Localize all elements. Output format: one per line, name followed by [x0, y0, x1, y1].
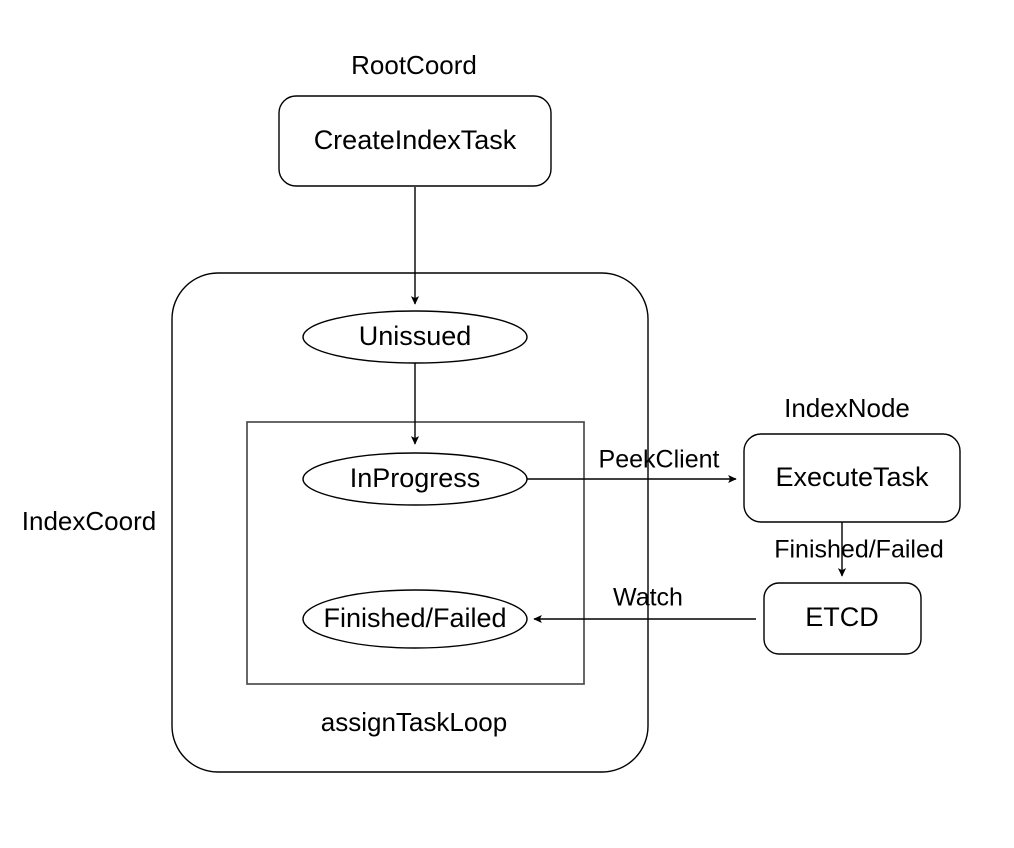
finished-failed-edge-label: Finished/Failed	[774, 536, 944, 564]
node-etcd[interactable]: ETCD	[763, 582, 922, 655]
finished-failed-state-label: Finished/Failed	[323, 603, 506, 633]
in-progress-label: InProgress	[350, 463, 481, 493]
unissued-ellipse[interactable]	[302, 310, 528, 364]
node-execute-task[interactable]: ExecuteTask	[743, 433, 961, 523]
edge-label-peek-client: PeekClient	[599, 446, 720, 474]
etcd-label: ETCD	[805, 602, 879, 632]
index-coord-label: IndexCoord	[22, 506, 156, 536]
index-node-label: IndexNode	[784, 393, 910, 423]
edge-label-watch: Watch	[613, 584, 683, 612]
node-in-progress[interactable]: InProgress	[302, 452, 528, 506]
create-index-task-label: CreateIndexTask	[314, 125, 517, 155]
assign-task-loop-label: assignTaskLoop	[321, 707, 507, 737]
group-index-coord: IndexCoord	[22, 272, 649, 773]
create-index-task-box[interactable]	[278, 95, 552, 187]
node-create-index-task[interactable]: CreateIndexTask	[278, 95, 552, 187]
etcd-box[interactable]	[763, 582, 922, 655]
finished-failed-state-ellipse[interactable]	[302, 589, 528, 649]
in-progress-ellipse[interactable]	[302, 452, 528, 506]
peek-client-label: PeekClient	[599, 446, 720, 474]
execute-task-label: ExecuteTask	[775, 462, 929, 492]
watch-label: Watch	[613, 584, 683, 612]
edge-label-finished-failed: Finished/Failed	[774, 536, 944, 564]
unissued-label: Unissued	[359, 321, 472, 351]
root-coord-label: RootCoord	[351, 50, 477, 80]
node-finished-failed-state[interactable]: Finished/Failed	[302, 589, 528, 649]
index-coord-container	[171, 272, 649, 773]
execute-task-box[interactable]	[743, 433, 961, 523]
node-unissued[interactable]: Unissued	[302, 310, 528, 364]
